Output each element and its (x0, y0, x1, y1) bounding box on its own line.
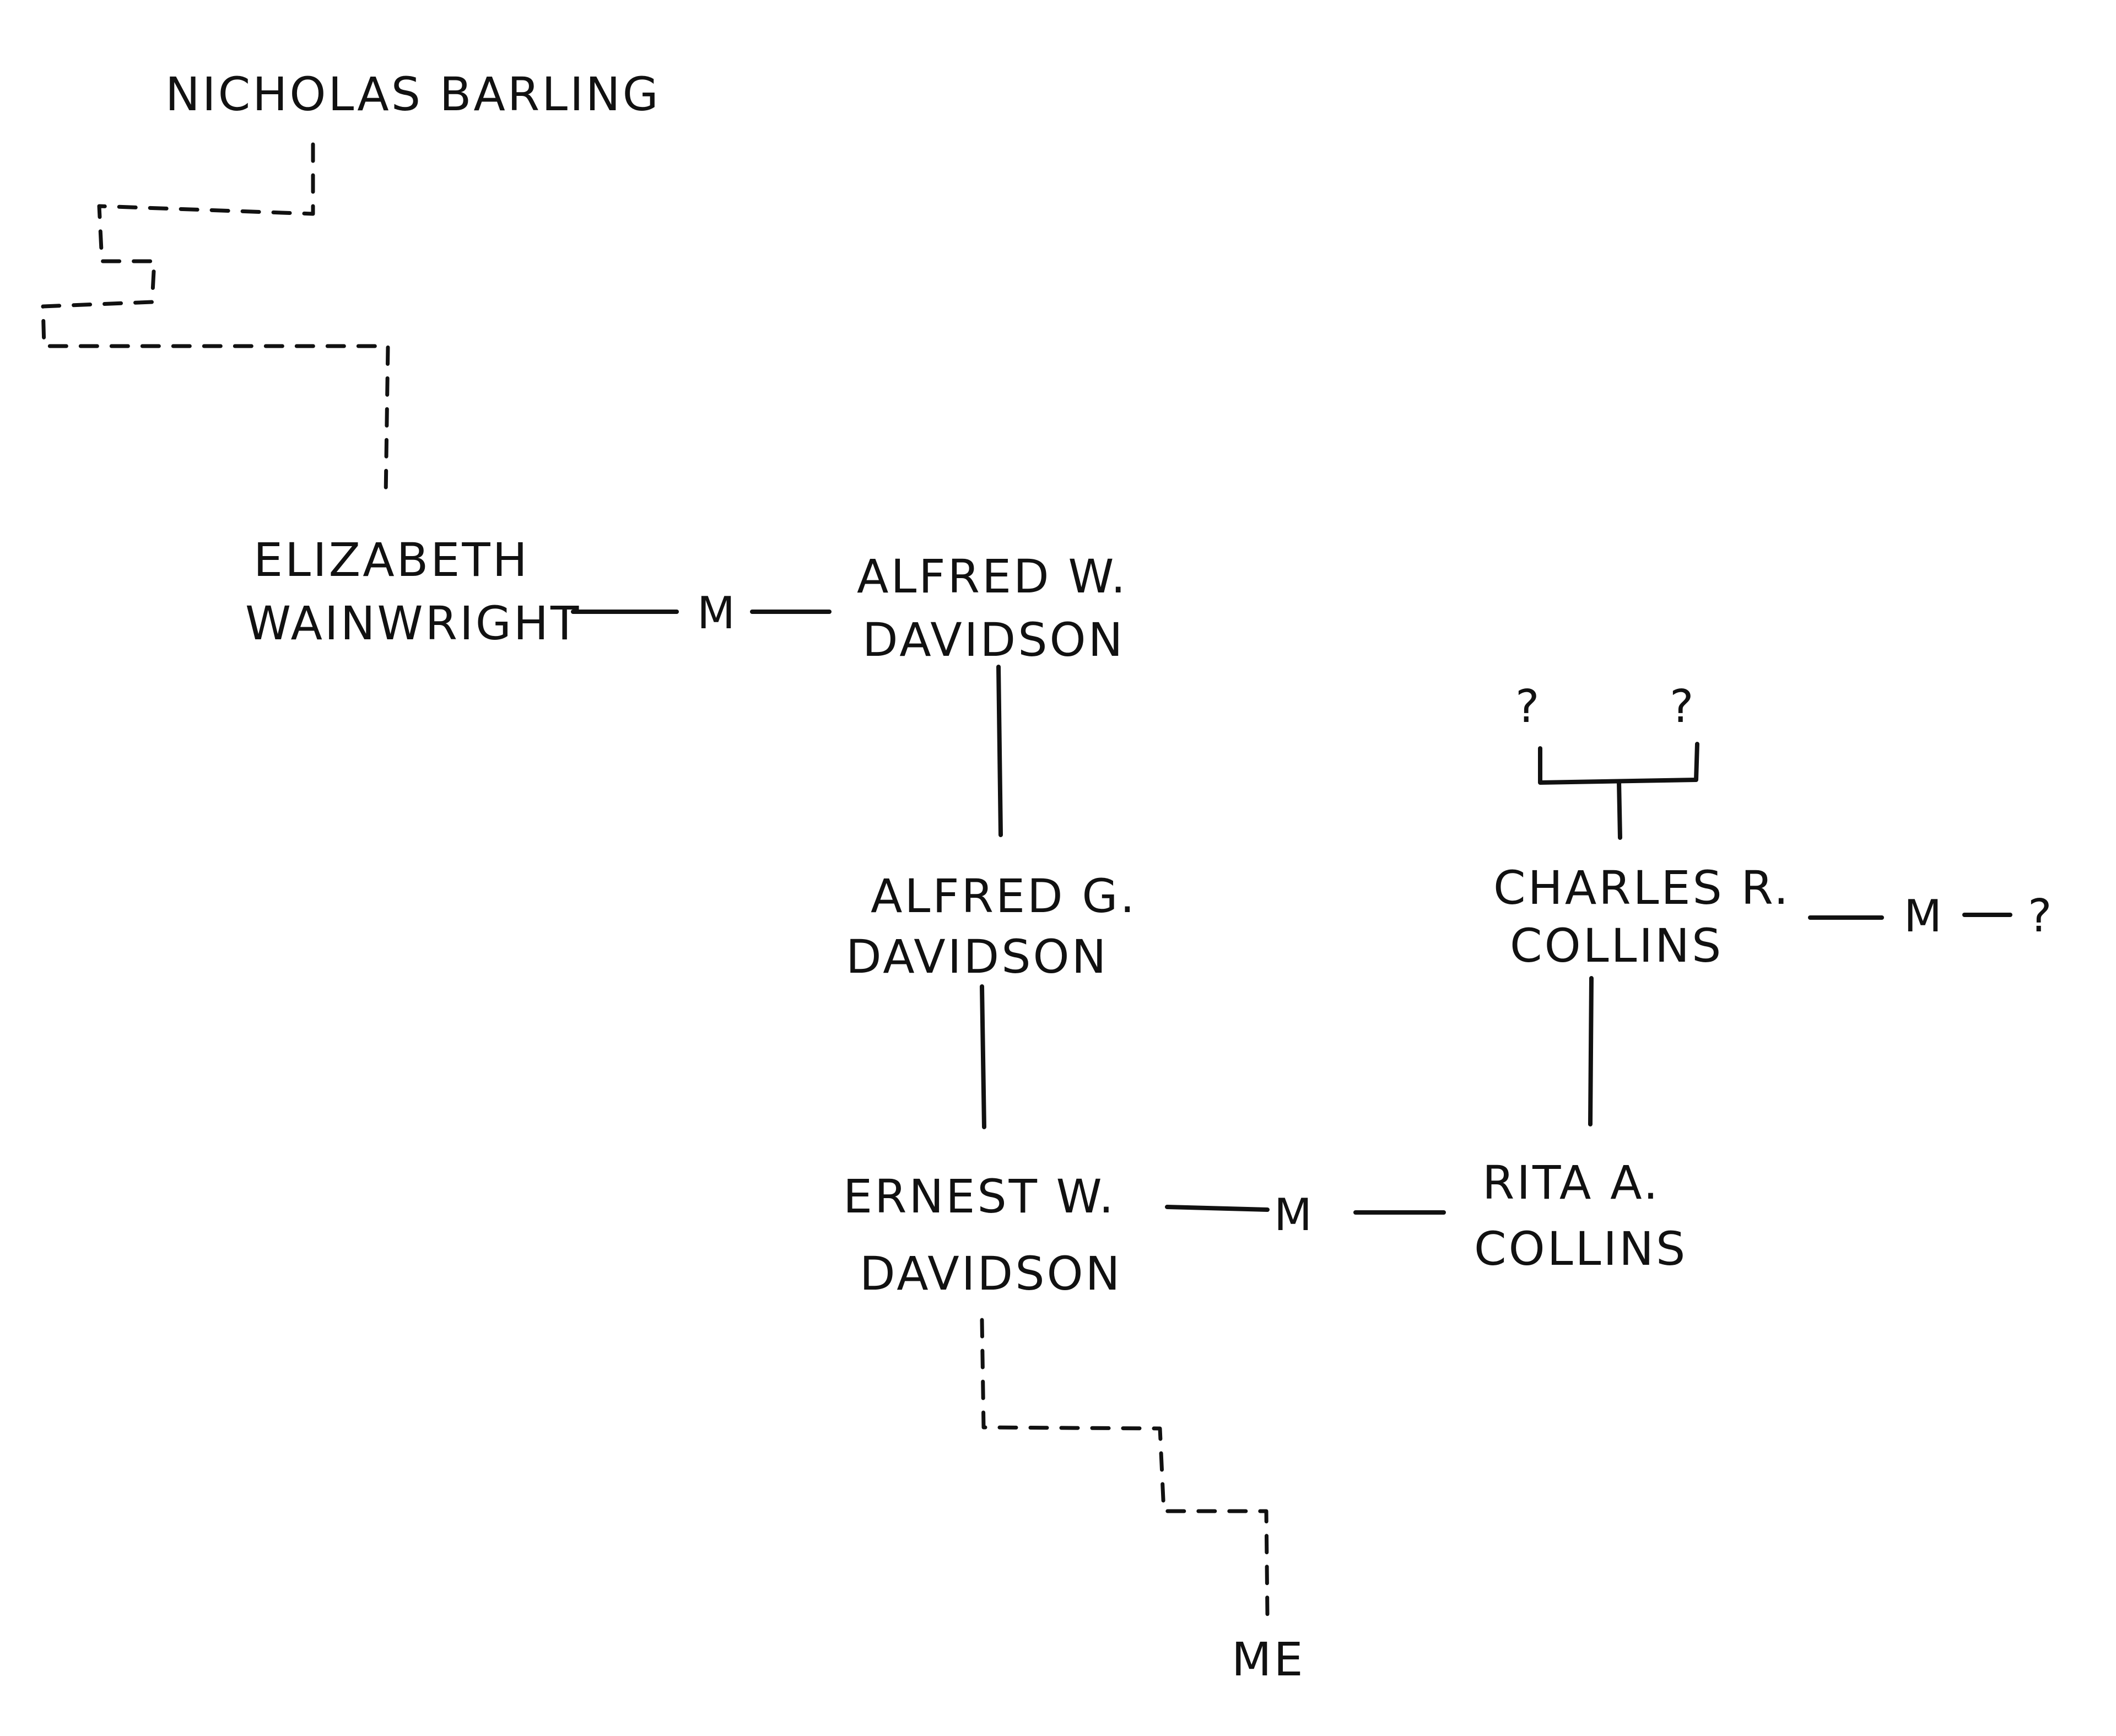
unknown-spouse-charles: ? (2028, 890, 2052, 942)
descent-line-alfred-g-ernest (980, 984, 986, 1129)
person-name-ernest-line2: DAVIDSON (860, 1247, 1122, 1301)
person-name-alfred-g-line2: DAVIDSON (846, 930, 1109, 984)
person-name-rita-line2: COLLINS (1474, 1222, 1687, 1276)
person-name-elizabeth-line2: WAINWRIGHT (245, 596, 581, 650)
unknown-parent-1: ? (1515, 681, 1540, 733)
person-name-alfred-w-line1: ALFRED W. (857, 549, 1128, 603)
person-name-charles-line2: COLLINS (1510, 919, 1723, 973)
marriage-line-ernest-left (1165, 1205, 1270, 1212)
descent-line-charles-rita (1588, 976, 1594, 1126)
parents-bracket-charles (1538, 742, 1699, 785)
person-name-charles-line1: CHARLES R. (1493, 861, 1791, 915)
person-name-me: ME (1232, 1632, 1305, 1686)
person-name-elizabeth-line1: ELIZABETH (253, 533, 530, 587)
marriage-label-charles-unknown: M (1904, 891, 1942, 942)
person-name-ernest-line1: ERNEST W. (843, 1169, 1116, 1223)
unknown-parent-2: ? (1670, 681, 1694, 733)
person-name-alfred-w-line2: DAVIDSON (862, 613, 1125, 667)
descent-line-ernest-me (980, 1318, 1270, 1617)
descent-line-parents-charles (1617, 779, 1622, 840)
person-name-nicholas-barling: NICHOLAS BARLING (165, 67, 661, 121)
descent-line-nicholas-elizabeth (41, 142, 390, 498)
person-name-rita-line1: RITA A. (1482, 1156, 1660, 1210)
descent-line-alfred-w-alfred-g (996, 665, 1003, 837)
marriage-label-ernest-rita: M (1274, 1189, 1312, 1241)
marriage-label-elizabeth-alfred: M (697, 587, 735, 639)
person-name-alfred-g-line1: ALFRED G. (871, 869, 1137, 923)
